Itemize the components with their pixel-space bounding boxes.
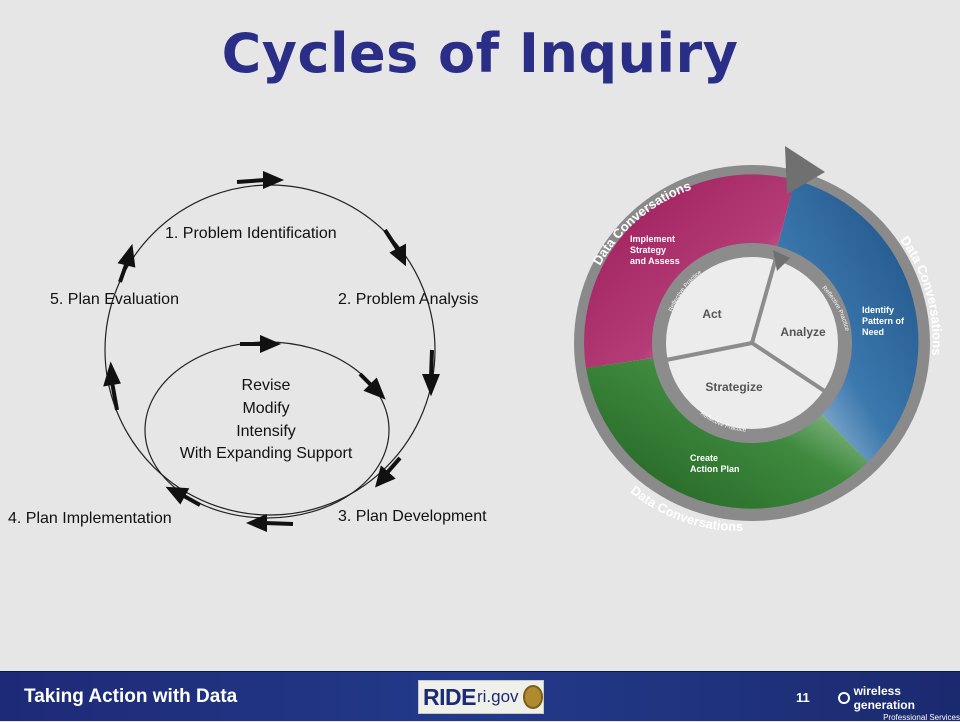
inner-label-revise: Revise [242, 377, 291, 394]
step-plan-evaluation: 5. Plan Evaluation [50, 291, 179, 308]
inner-label-strategize: Strategize [705, 380, 763, 394]
outer-cycle-arrows [103, 170, 440, 533]
inner-label-intensify: Intensify [236, 423, 296, 440]
state-seal-icon [522, 685, 543, 709]
segment-label-implement-line1: Implement [630, 234, 675, 244]
segment-label-identify-line3: Need [862, 327, 884, 337]
segment-label-identify: Identify Pattern of Need [862, 305, 907, 337]
segment-label-implement-line2: Strategy [630, 245, 666, 255]
segment-label-identify-line1: Identify [862, 305, 894, 315]
segment-label-identify-line2: Pattern of [862, 316, 905, 326]
step-problem-analysis: 2. Problem Analysis [338, 291, 479, 308]
ride-logo: RIDE ri.gov [418, 680, 544, 714]
partner-subtitle: Professional Services [883, 713, 960, 722]
partner-logo: wireless generation Professional Service… [838, 684, 960, 722]
segment-label-create-line2: Action Plan [690, 464, 740, 474]
inner-label-act: Act [702, 307, 721, 321]
inner-cycle-arrows [165, 334, 386, 507]
segment-label-create: Create Action Plan [690, 453, 740, 474]
step-plan-implementation: 4. Plan Implementation [8, 510, 172, 527]
segment-label-create-line1: Create [690, 453, 718, 463]
ride-logo-domain: ri.gov [476, 687, 519, 706]
wheel-arrow-head-outer [785, 146, 825, 194]
step-problem-identification: 1. Problem Identification [165, 225, 337, 242]
wireless-generation-icon [838, 692, 850, 704]
inner-label-modify: Modify [242, 400, 289, 417]
slide-diagrams: 1. Problem Identification 2. Problem Ana… [8, 146, 945, 534]
cycle-diagram: 1. Problem Identification 2. Problem Ana… [8, 170, 487, 533]
segment-label-implement: Implement Strategy and Assess [630, 234, 680, 266]
inner-label-analyze: Analyze [780, 325, 826, 339]
page-number: 11 [796, 690, 810, 705]
step-plan-development: 3. Plan Development [338, 508, 487, 525]
partner-name: wireless generation [853, 684, 915, 712]
inquiry-wheel: Data Conversations Data Conversations Da… [574, 146, 945, 534]
wheel-arrow-head-inner [773, 250, 790, 271]
ride-logo-text: RIDE [423, 683, 476, 710]
footer-bar: Taking Action with Data RIDE ri.gov 11 w… [0, 671, 960, 722]
slide-title: Cycles of Inquiry [221, 22, 739, 85]
segment-label-implement-line3: and Assess [630, 256, 680, 266]
inner-label-expanding-support: With Expanding Support [180, 445, 353, 462]
footer-title: Taking Action with Data [24, 686, 238, 707]
